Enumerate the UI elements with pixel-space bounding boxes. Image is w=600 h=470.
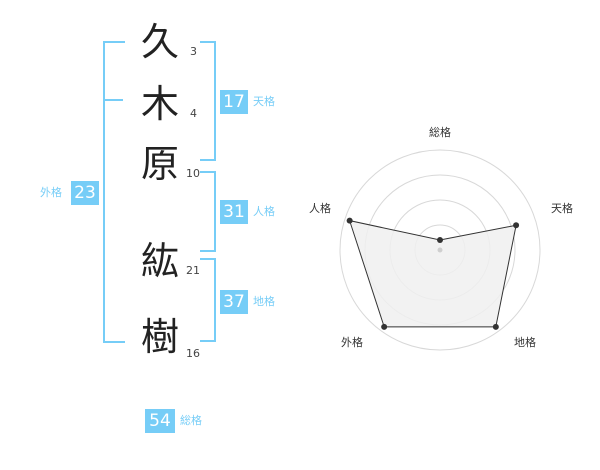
stroke-count-2: 4 <box>190 107 197 120</box>
radar-axis-label-4: 外格 <box>341 335 363 349</box>
chikaku-bracket <box>200 258 216 342</box>
radar-axis-label-1: 総格 <box>429 125 451 139</box>
chikaku-label: 地格 <box>253 295 275 308</box>
radar-point-4 <box>381 323 388 330</box>
gaikaku-label: 外格 <box>40 186 62 199</box>
tenkaku-value: 17 <box>220 90 248 114</box>
name-char-2: 木 <box>140 82 179 126</box>
chikaku-value: 37 <box>220 290 248 314</box>
tenkaku-label: 天格 <box>253 95 275 108</box>
gaikaku-value: 23 <box>71 181 99 205</box>
stroke-count-5: 16 <box>186 347 200 360</box>
gaikaku-bracket-tick <box>103 99 123 101</box>
jinkaku-bracket <box>200 171 216 252</box>
radar-center-dot <box>437 247 443 253</box>
jinkaku-label: 人格 <box>253 205 275 218</box>
name-char-1: 久 <box>140 20 179 64</box>
stroke-count-4: 21 <box>186 264 200 277</box>
radar-axis-label-2: 天格 <box>551 201 573 215</box>
radar-point-3 <box>492 323 499 330</box>
stroke-count-3: 10 <box>186 167 200 180</box>
radar-series-polygon <box>348 219 517 328</box>
name-char-4: 紘 <box>140 239 179 283</box>
stroke-count-1: 3 <box>190 45 197 58</box>
radar-axis-label-3: 地格 <box>514 335 536 349</box>
radar-point-1 <box>437 237 443 243</box>
name-char-3: 原 <box>140 142 179 186</box>
tenkaku-bracket <box>200 41 216 161</box>
radar-point-5 <box>346 217 353 224</box>
soukaku-label: 総格 <box>180 414 202 427</box>
radar-point-2 <box>513 222 520 229</box>
radar-grid-ring-4 <box>339 149 541 351</box>
name-char-5: 樹 <box>140 315 179 359</box>
jinkaku-value: 31 <box>220 200 248 224</box>
gaikaku-bracket <box>103 41 125 343</box>
radar-axis-label-5: 人格 <box>309 201 331 215</box>
soukaku-value: 54 <box>145 409 175 433</box>
